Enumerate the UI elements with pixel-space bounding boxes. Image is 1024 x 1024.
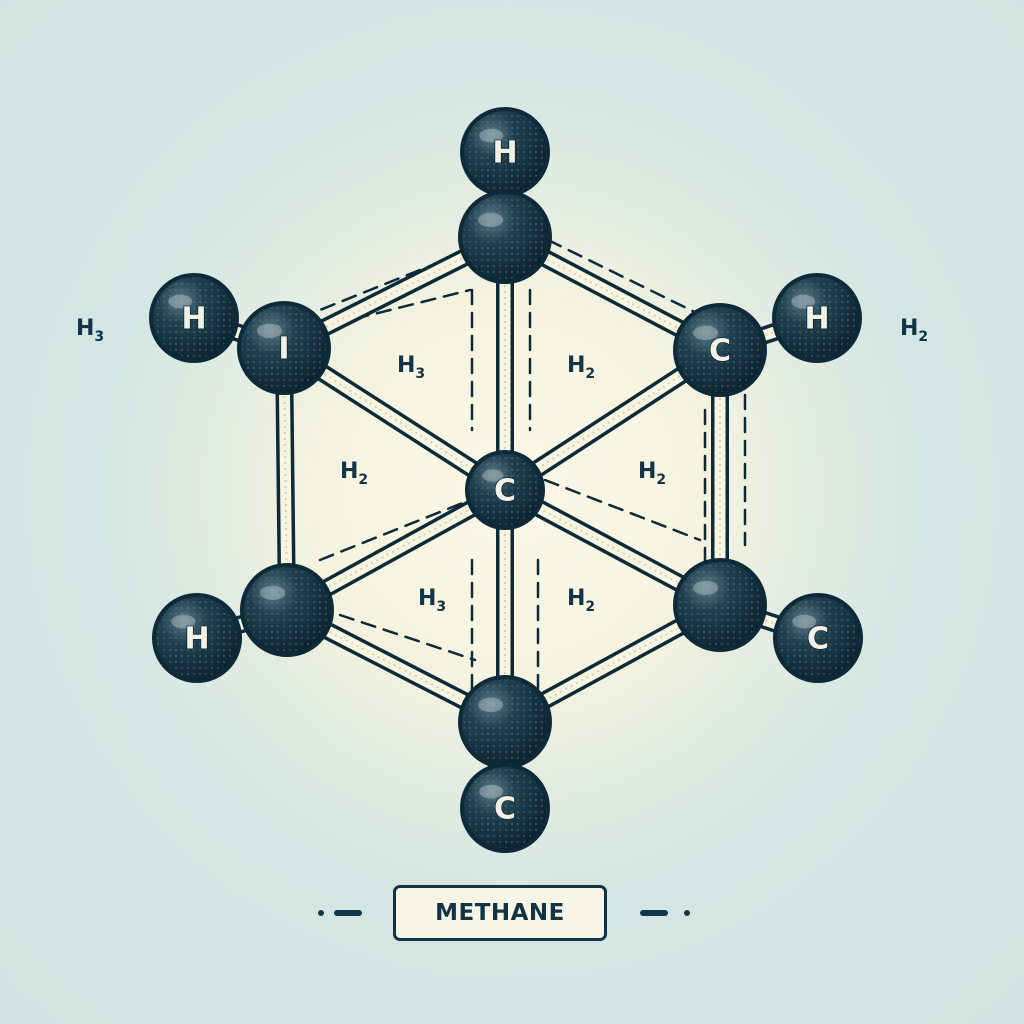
atom-right-outer: H bbox=[772, 273, 862, 363]
atom-label: C bbox=[494, 474, 516, 509]
atom-label: H bbox=[181, 302, 206, 337]
group-label-main: H bbox=[567, 353, 585, 378]
atom-left-outer: H bbox=[149, 273, 239, 363]
group-label-subscript: 2 bbox=[358, 472, 368, 488]
caption-left-dot bbox=[318, 910, 324, 916]
atom-lower-right-outer: C bbox=[773, 593, 863, 683]
group-label-subscript: 3 bbox=[415, 366, 425, 382]
atom-label: H bbox=[492, 136, 517, 171]
atom-label: C bbox=[709, 334, 731, 369]
atom-bottom-outer: C bbox=[460, 763, 550, 853]
group-label-subscript: 3 bbox=[436, 599, 446, 615]
atom-right-inner: C bbox=[673, 303, 767, 397]
group-label-lower-right: H2 bbox=[567, 586, 595, 615]
dashed-guide-line bbox=[543, 478, 702, 542]
group-label-subscript: 2 bbox=[656, 472, 666, 488]
atom-label: H bbox=[184, 622, 209, 657]
caption-text: METHANE bbox=[435, 900, 565, 926]
caption-box: METHANE bbox=[393, 885, 607, 941]
atom-label: H bbox=[804, 302, 829, 337]
group-label-lower-left: H3 bbox=[418, 586, 446, 615]
atom-top-inner bbox=[458, 190, 552, 284]
group-label-subscript: 3 bbox=[94, 329, 104, 345]
group-label-subscript: 2 bbox=[585, 599, 595, 615]
group-label-middle-right: H2 bbox=[638, 459, 666, 488]
group-label-upper-right: H2 bbox=[567, 353, 595, 382]
group-label-main: H bbox=[638, 459, 656, 484]
atom-label: C bbox=[807, 622, 829, 657]
group-label-main: H bbox=[418, 586, 436, 611]
atom-bottom-inner bbox=[458, 675, 552, 769]
group-label-subscript: 2 bbox=[918, 329, 928, 345]
group-label-far-left: H3 bbox=[76, 316, 104, 345]
atom-top-outer: H bbox=[460, 107, 550, 197]
dashed-guide-line bbox=[546, 238, 717, 324]
group-label-main: H bbox=[900, 316, 918, 341]
atom-center: C bbox=[465, 450, 545, 530]
dashed-guide-line bbox=[318, 498, 472, 562]
atom-left-inner: I bbox=[237, 301, 331, 395]
group-label-upper-left: H3 bbox=[397, 353, 425, 382]
caption-right-dash bbox=[640, 910, 668, 916]
atoms: H H I C H C H C C bbox=[149, 107, 863, 853]
dashed-guide-line bbox=[338, 613, 477, 662]
group-label-middle-left: H2 bbox=[340, 459, 368, 488]
atom-label: I bbox=[278, 332, 289, 367]
group-label-main: H bbox=[567, 586, 585, 611]
caption-left-dash bbox=[334, 910, 362, 916]
group-label-subscript: 2 bbox=[585, 366, 595, 382]
group-label-main: H bbox=[340, 459, 358, 484]
atom-lower-left-inner bbox=[240, 563, 334, 657]
atom-lower-left-outer: H bbox=[152, 593, 242, 683]
caption-right-dot bbox=[684, 910, 690, 916]
group-label-main: H bbox=[76, 316, 94, 341]
atom-label: C bbox=[494, 792, 516, 827]
atom-lower-right-inner bbox=[673, 558, 767, 652]
group-label-main: H bbox=[397, 353, 415, 378]
group-label-far-right: H2 bbox=[900, 316, 928, 345]
